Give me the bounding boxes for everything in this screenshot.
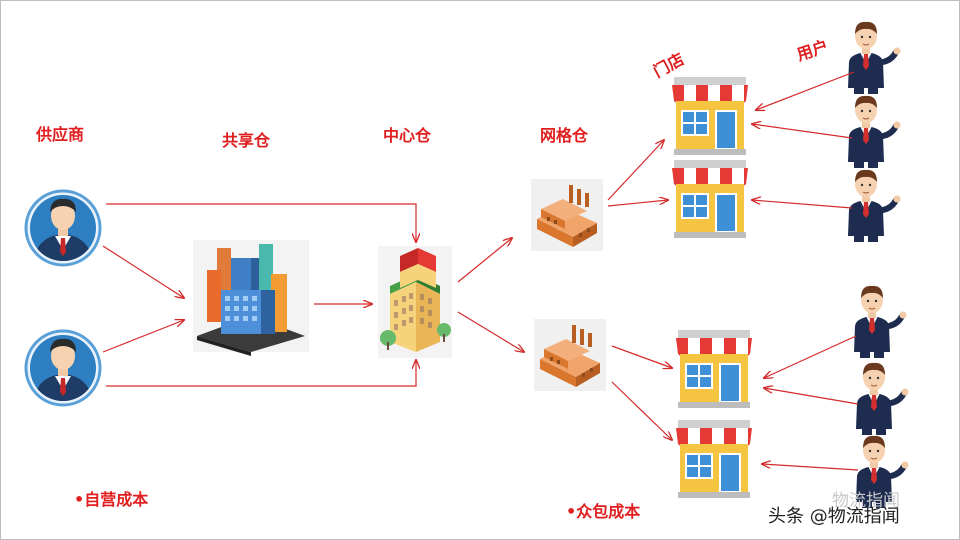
arrow-user4-store3 [764, 335, 857, 378]
arrow-grid1-store1 [607, 140, 664, 201]
user-icon-4 [854, 286, 907, 358]
arrow-grid2-store3 [611, 345, 672, 368]
central-warehouse-building-icon [378, 246, 452, 358]
arrow-user1-store1 [756, 71, 855, 110]
label-central-warehouse: 中心仓 [383, 126, 432, 145]
user-icon-1 [848, 22, 901, 94]
arrow-grid1-store2 [607, 200, 668, 207]
arrow-supplier1-central [106, 203, 416, 242]
grid-warehouse-icon-1 [531, 179, 603, 251]
watermark-ghost-text: 物流指闻 [832, 491, 900, 511]
arrow-user2-store1 [752, 124, 853, 139]
flow-arrows [102, 71, 859, 471]
label-self-operated-cost: •自营成本 [74, 490, 149, 509]
user-icon-5 [856, 363, 909, 435]
user-icon-3 [848, 170, 901, 242]
arrow-central-grid1 [457, 238, 512, 283]
store-icon-4 [675, 419, 753, 499]
grid-warehouse-icon-2 [534, 319, 606, 391]
arrow-user6-store4 [762, 464, 859, 471]
supplier-avatar-2 [26, 331, 100, 405]
arrow-user3-store2 [752, 200, 853, 209]
arrow-central-grid2 [457, 311, 524, 352]
label-crowdsourcing-cost: •众包成本 [566, 502, 641, 521]
supplier-avatar-1 [26, 191, 100, 265]
arrow-grid2-store4 [611, 381, 672, 440]
arrow-user5-store3 [764, 388, 859, 405]
user-icon-2 [848, 96, 901, 168]
arrow-supplier1-shared [102, 245, 184, 298]
watermark-text: 头条 @物流指闻 [768, 506, 900, 527]
arrow-supplier2-shared [102, 320, 184, 353]
store-icon-3 [675, 329, 753, 409]
shared-warehouse-building-icon [193, 240, 309, 356]
label-grid-warehouse: 网格仓 [540, 126, 589, 145]
label-shared-warehouse: 共享仓 [222, 131, 271, 150]
store-icon-1 [671, 76, 749, 156]
store-icon-2 [671, 159, 749, 239]
arrow-supplier2-central [106, 360, 416, 387]
label-supplier: 供应商 [36, 125, 85, 144]
